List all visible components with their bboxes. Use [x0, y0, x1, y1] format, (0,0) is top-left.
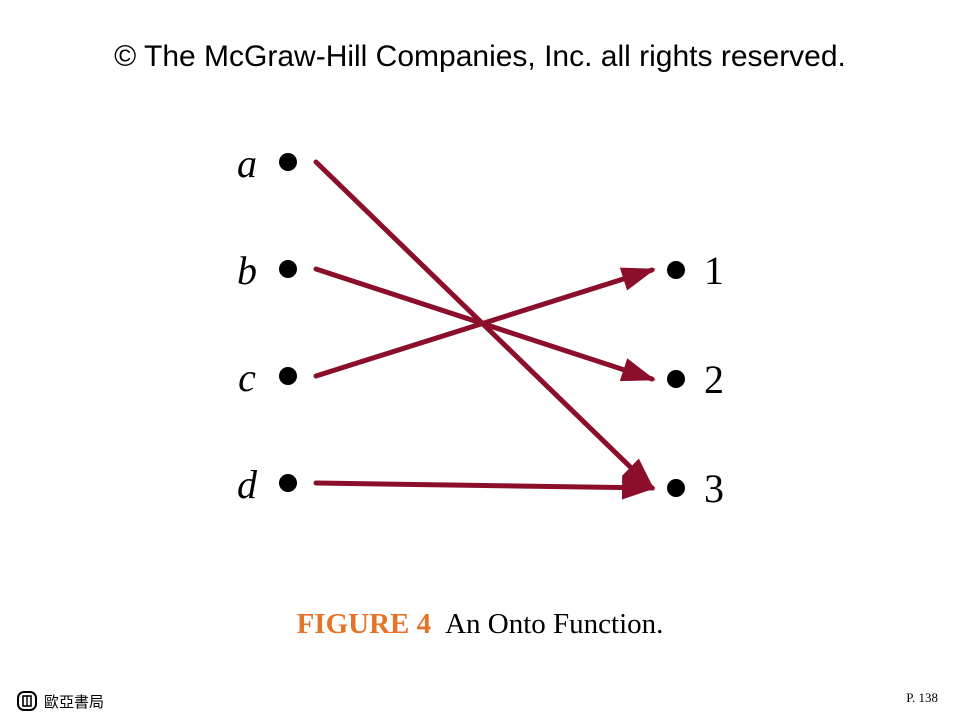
codomain-point-3	[667, 479, 685, 497]
domain-set: a b c d	[237, 141, 297, 507]
publisher-logo-icon	[17, 691, 37, 711]
domain-element-b: b	[237, 248, 297, 293]
publisher-footer: 歐亞書局	[16, 690, 104, 712]
figure-caption: FIGURE 4 An Onto Function.	[0, 608, 960, 641]
domain-element-c: c	[238, 355, 297, 400]
codomain-label-1: 1	[704, 248, 724, 293]
codomain-point-1	[667, 261, 685, 279]
domain-element-a: a	[237, 141, 297, 186]
publisher-name: 歐亞書局	[44, 692, 105, 711]
domain-label-d: d	[237, 462, 258, 507]
codomain-point-2	[667, 370, 685, 388]
domain-point-b	[279, 260, 297, 278]
domain-element-d: d	[237, 462, 297, 507]
domain-label-b: b	[237, 248, 257, 293]
domain-point-c	[279, 367, 297, 385]
codomain-set: 1 2 3	[667, 248, 724, 511]
codomain-label-3: 3	[704, 466, 724, 511]
domain-label-a: a	[237, 141, 257, 186]
copyright-notice: © The McGraw-Hill Companies, Inc. all ri…	[114, 40, 846, 73]
codomain-element-2: 2	[667, 357, 724, 402]
codomain-label-2: 2	[704, 357, 724, 402]
arrow-d-to-3	[313, 475, 656, 500]
codomain-element-3: 3	[667, 466, 724, 511]
figure-title: An Onto Function.	[445, 608, 664, 640]
domain-point-d	[279, 474, 297, 492]
arrow-c-to-1	[313, 267, 656, 379]
codomain-element-1: 1	[667, 248, 724, 293]
mapping-arrows	[313, 159, 656, 500]
domain-label-c: c	[238, 355, 256, 400]
domain-point-a	[279, 153, 297, 171]
figure-number: FIGURE 4	[296, 608, 432, 640]
page-number: P. 138	[906, 690, 938, 705]
